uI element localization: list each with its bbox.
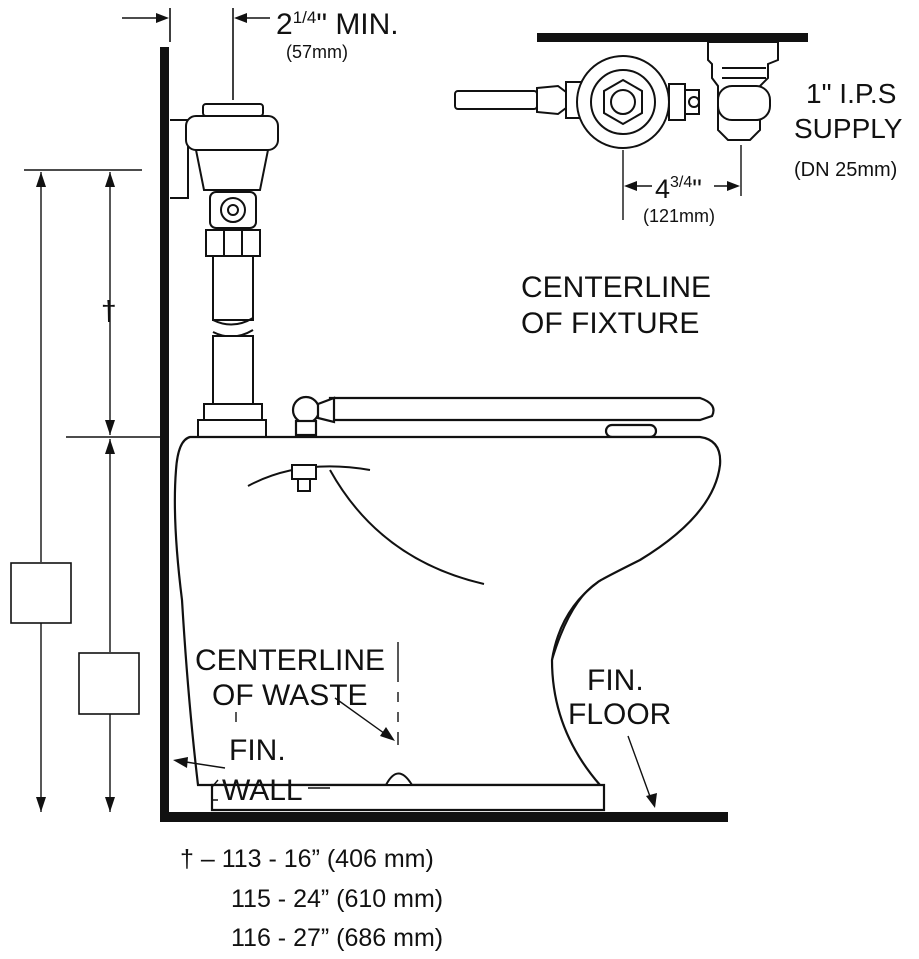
legend-line-3: 116 - 27” (686 mm) [231,924,443,952]
finished-wall [160,47,169,822]
waste-outlet [384,772,414,786]
fin-floor-line1: FIN. [587,664,644,697]
top-view-wall [537,33,808,42]
height-dimensions [24,169,160,812]
min-clearance-metric: (57mm) [286,42,348,62]
finished-floor [160,812,728,822]
waste-centerline [334,642,399,745]
fin-wall-line1: FIN. [229,734,286,767]
fin-floor-leader [627,735,653,803]
flush-valve-top-view [454,41,779,149]
fin-floor-line2: FLOOR [568,698,671,731]
toilet-bowl [173,395,722,812]
dagger-mark: † [101,295,117,326]
fixture-centerline-line1: CENTERLINE [521,271,711,304]
fin-wall-line2: WALL [222,774,303,807]
fixture-centerline-line2: OF FIXTURE [521,307,699,340]
waste-centerline-line2: OF WASTE [212,679,368,712]
legend-line-2: 115 - 24” (610 mm) [231,885,443,913]
supply-metric: (DN 25mm) [794,159,897,181]
waste-centerline-line1: CENTERLINE [195,644,385,677]
bolt [297,478,311,492]
supply-label-line1: 1" I.P.S [806,78,896,109]
dimension-box-outer [10,562,72,624]
flush-valve-side-view [170,103,279,438]
min-clearance-dimension [122,8,270,100]
legend-line-1: † – 113 - 16” (406 mm) [180,845,434,873]
fin-wall-leader [185,712,330,801]
dimension-box-inner [78,652,140,715]
min-clearance-label: 21/4" MIN. [276,8,399,41]
offset-label: 43/4" [655,174,702,204]
offset-metric: (121mm) [643,206,715,226]
supply-label-line2: SUPPLY [794,113,903,144]
bolt-cap [291,464,317,480]
